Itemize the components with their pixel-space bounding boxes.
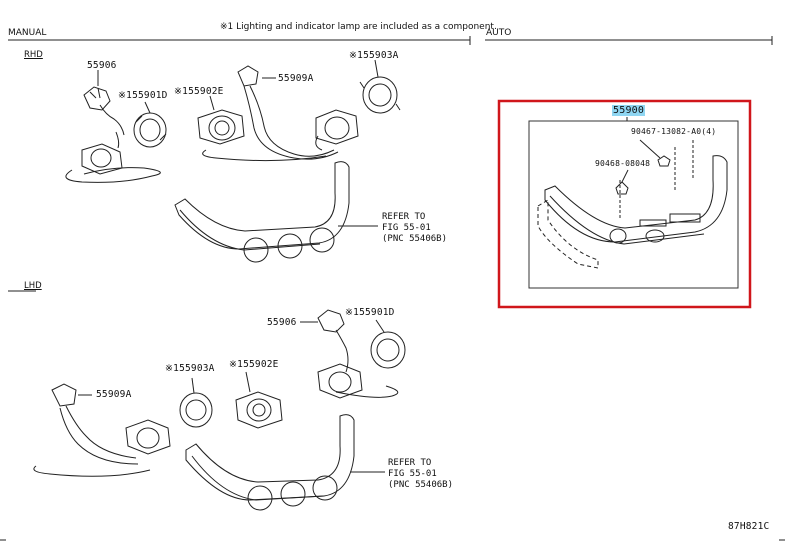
auto-clip-part (615, 169, 629, 195)
rhd-part-55906[interactable]: 55906 (87, 60, 117, 71)
rhd-55909A-part (202, 65, 339, 162)
auto-55900-control-panel (537, 140, 728, 269)
lhd-55901D-part (370, 319, 406, 369)
manual-section-title: MANUAL (8, 28, 47, 38)
lhd-55909A-part (33, 383, 151, 477)
lhd-subtitle: LHD (24, 281, 42, 291)
rhd-right-switch-part (315, 109, 359, 151)
lhd-part-55902E[interactable]: ※155902E (229, 359, 279, 370)
lhd-part-55906[interactable]: 55906 (267, 317, 297, 328)
rhd-part-55901D[interactable]: ※155901D (118, 90, 168, 101)
lhd-bezel-panel (185, 414, 385, 511)
lhd-switch-base-part (317, 363, 399, 399)
lhd-part-55909A[interactable]: 55909A (96, 389, 132, 400)
rhd-bezel-panel (174, 161, 378, 263)
auto-part-55900[interactable]: 55900 (612, 105, 646, 116)
rhd-55901D-part (133, 101, 167, 148)
lhd-55902E-part (235, 371, 283, 429)
rhd-part-55909A[interactable]: 55909A (278, 73, 314, 84)
auto-inner-frame (528, 120, 739, 289)
rhd-switch-base-part (65, 131, 161, 183)
lhd-left-switch-part (125, 419, 171, 455)
rhd-part-55902E[interactable]: ※155902E (174, 86, 224, 97)
auto-section-title: AUTO (486, 28, 512, 38)
component-note: ※1 Lighting and indicator lamp are inclu… (220, 22, 497, 32)
auto-part-clip[interactable]: 90468-08048 (595, 159, 651, 168)
rhd-subtitle: RHD (24, 50, 43, 60)
lhd-refer-note[interactable]: REFER TO FIG 55-01 (PNC 55406B) (388, 458, 454, 490)
rhd-part-55903A[interactable]: ※155903A (349, 50, 399, 61)
figure-code: 87H821C (728, 521, 770, 532)
lhd-55906-part (300, 309, 349, 373)
rhd-55902E-part (197, 95, 245, 145)
auto-highlight-frame (497, 99, 752, 309)
rhd-55903A-part (359, 59, 401, 114)
rhd-refer-note[interactable]: REFER TO FIG 55-01 (PNC 55406B) (382, 212, 448, 244)
rhd-55906-part (83, 70, 125, 136)
lhd-55903A-part (179, 377, 213, 428)
lhd-part-55903A[interactable]: ※155903A (165, 363, 215, 374)
lhd-part-55901D[interactable]: ※155901D (345, 307, 395, 318)
auto-part-bolt[interactable]: 90467-13082-A0(4) (631, 127, 717, 136)
auto-bolt-part (639, 139, 671, 167)
